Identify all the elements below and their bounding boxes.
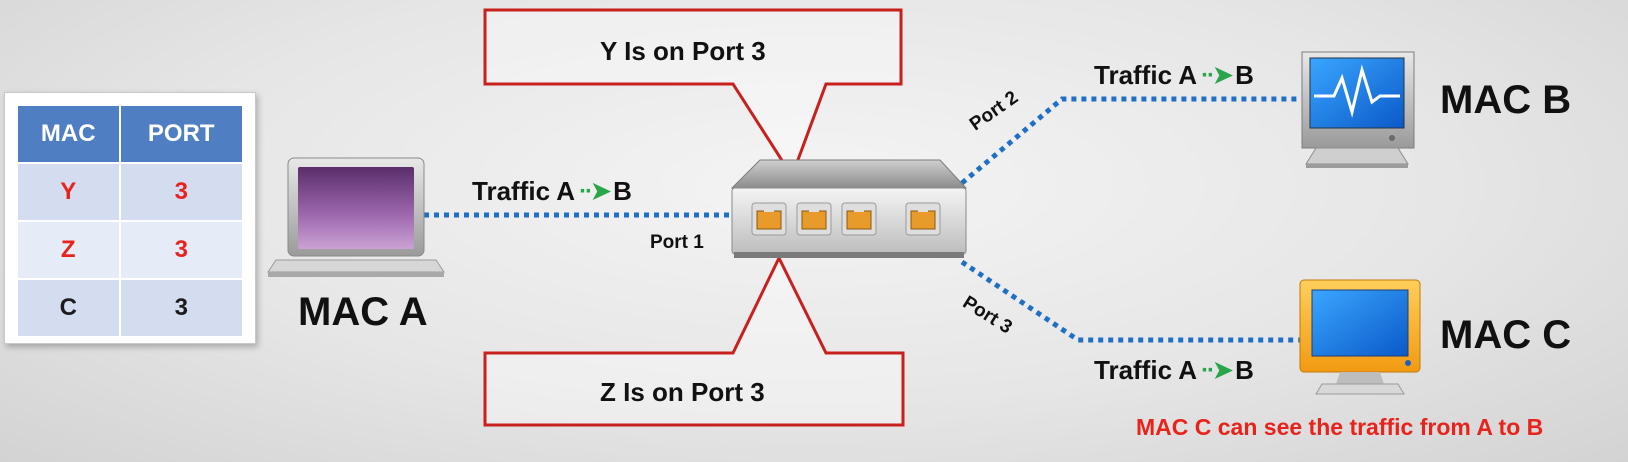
mac-table: MAC PORT Y 3 Z 3 C 3 xyxy=(16,104,244,338)
port-column-header: PORT xyxy=(118,104,244,164)
link-port3 xyxy=(960,259,1305,343)
monitor-orange-icon xyxy=(1299,279,1421,395)
mac-cell: Y xyxy=(16,162,121,222)
table-row: Y 3 xyxy=(16,162,244,222)
port-cell: 3 xyxy=(118,220,244,280)
callout-bottom-shape xyxy=(483,254,905,427)
mac-column-header: MAC xyxy=(16,104,121,164)
traffic-dest: B xyxy=(1235,60,1254,90)
switch-icon xyxy=(730,159,968,258)
port-cell: 3 xyxy=(118,278,244,338)
mac-a-label: MAC A xyxy=(298,290,428,334)
traffic-dest: B xyxy=(1235,355,1254,385)
mac-cell: C xyxy=(16,278,121,338)
table-row: Z 3 xyxy=(16,220,244,280)
laptop-icon xyxy=(267,157,445,277)
traffic-source: Traffic A xyxy=(1094,355,1198,385)
mac-cell: Z xyxy=(16,220,121,280)
port-cell: 3 xyxy=(118,162,244,222)
callout-top-shape xyxy=(483,8,903,180)
traffic-source: Traffic A xyxy=(1094,60,1198,90)
traffic-label-a-to-switch: Traffic A ··➤ B xyxy=(472,176,632,207)
mac-table-header-row: MAC PORT xyxy=(16,104,244,164)
callout-top-text: Y Is on Port 3 xyxy=(600,36,766,66)
traffic-label-to-mac-c: Traffic A ··➤ B xyxy=(1094,355,1254,386)
monitor-icon xyxy=(1301,51,1415,168)
switch-ports xyxy=(751,202,941,236)
table-row: C 3 xyxy=(16,278,244,338)
dotted-arrow-icon: ··➤ xyxy=(579,178,611,205)
traffic-label-to-mac-b: Traffic A ··➤ B xyxy=(1094,60,1254,91)
port-1-label: Port 1 xyxy=(650,232,704,253)
mac-c-label: MAC C xyxy=(1440,313,1572,357)
traffic-dest: B xyxy=(613,176,632,206)
link-port2 xyxy=(960,96,1297,185)
mac-table-panel: MAC PORT Y 3 Z 3 C 3 xyxy=(4,92,256,344)
traffic-source: Traffic A xyxy=(472,176,576,206)
callout-bottom-text: Z Is on Port 3 xyxy=(600,377,765,407)
dotted-arrow-icon: ··➤ xyxy=(1201,62,1233,89)
mac-b-label: MAC B xyxy=(1440,78,1572,122)
traffic-note: MAC C can see the traffic from A to B xyxy=(1136,414,1544,440)
dotted-arrow-icon: ··➤ xyxy=(1201,357,1233,384)
